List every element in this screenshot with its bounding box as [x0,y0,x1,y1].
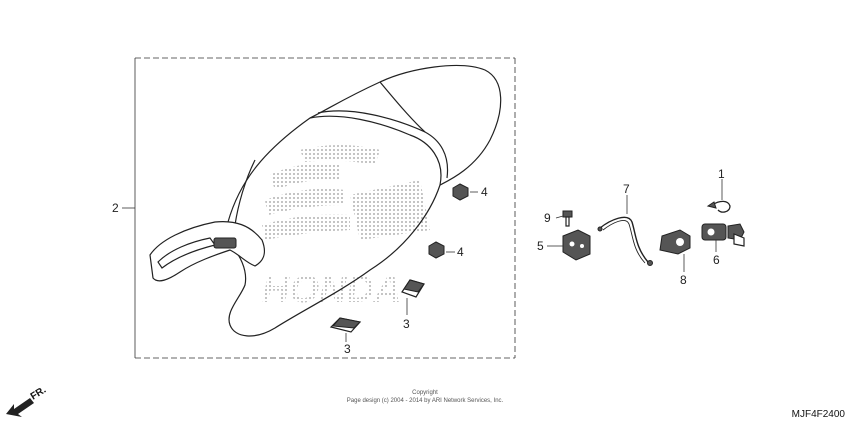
callout-3b: 3 [344,342,351,356]
seat-lock-spring-1[interactable] [706,200,731,213]
callout-5: 5 [537,239,544,253]
seat-rubber-4b[interactable] [428,241,445,259]
callout-2: 2 [112,201,119,215]
callout-9: 9 [544,211,551,225]
copyright-line-2: Page design (c) 2004 - 2014 by ARI Netwo… [347,398,504,404]
seat-lock-cable-7[interactable] [597,216,653,266]
leader-lines [122,179,723,342]
callout-4a: 4 [481,185,488,199]
callout-8: 8 [680,273,687,287]
seat-assembly[interactable] [149,64,502,337]
callout-3a: 3 [403,317,410,331]
diagram-code: MJF4F2400 [792,409,846,420]
callout-4b: 4 [457,245,464,259]
callout-6: 6 [713,253,720,267]
bolt-9[interactable] [562,210,573,227]
seat-rubber-4a[interactable] [452,183,469,201]
front-indicator-label: FR. [29,385,49,403]
callout-7: 7 [623,182,630,196]
seat-catch-5[interactable] [562,229,591,261]
honda-watermark-text: HONDA [262,269,401,311]
honda-wing-logo-watermark [262,145,430,240]
assembly-frame [134,57,516,359]
cable-guide-8[interactable] [659,229,691,255]
seat-cushion-3b[interactable] [329,317,362,333]
front-arrow-icon [6,398,34,417]
seat-lock-6[interactable] [701,223,745,247]
seat-cushion-3a[interactable] [401,279,425,298]
callout-1: 1 [718,167,725,181]
copyright-line-1: Copyright [412,390,438,396]
